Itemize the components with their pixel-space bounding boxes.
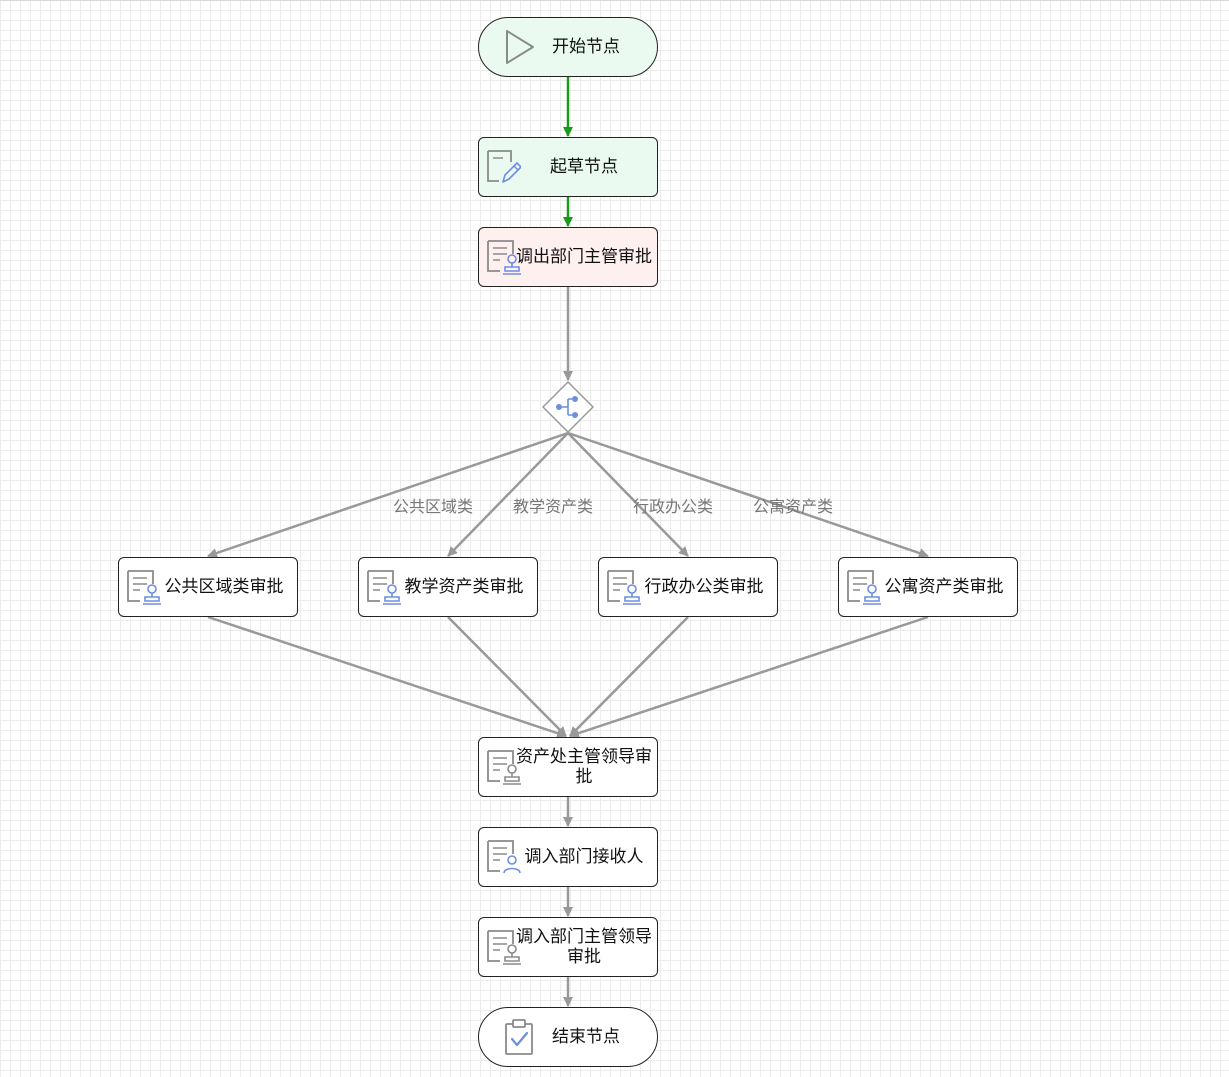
end-node[interactable]: 结束节点: [478, 1007, 658, 1067]
approval-document-icon: [127, 570, 161, 605]
edge-teaching-assets-to-asset-office[interactable]: [447, 616, 567, 737]
top-divider: [0, 0, 1229, 1]
out-dept-approval-node[interactable]: 调出部门主管审批: [478, 227, 658, 287]
teaching-assets-approval-label: 教学资产类审批: [404, 577, 524, 597]
branch-gateway[interactable]: [542, 381, 594, 433]
end-node-label: 结束节点: [552, 1027, 620, 1047]
public-area-approval-label: 公共区域类审批: [164, 577, 284, 597]
in-dept-receiver-node[interactable]: 调入部门接收人: [478, 827, 658, 887]
approval-document-icon: [367, 570, 401, 605]
approval-document-icon: [847, 570, 881, 605]
draft-node[interactable]: 起草节点: [478, 137, 658, 197]
in-dept-leader-approval-node[interactable]: 调入部门主管领导审批: [478, 917, 658, 977]
public-area-approval-node[interactable]: 公共区域类审批: [118, 557, 298, 617]
edge-gateway-to-teaching-assets[interactable]: [447, 432, 569, 557]
branch-label-apartment-assets: 公寓资产类: [753, 497, 833, 516]
receiver-document-icon: [487, 840, 521, 874]
edge-gateway-to-public-area[interactable]: [207, 431, 569, 558]
start-node[interactable]: 开始节点: [478, 17, 658, 77]
apartment-assets-approval-node[interactable]: 公寓资产类审批: [838, 557, 1018, 617]
edge-public-area-to-asset-office[interactable]: [207, 615, 567, 738]
branch-label-admin-office: 行政办公类: [633, 497, 713, 516]
approval-document-icon: [487, 930, 521, 965]
edge-gateway-to-apartment-assets[interactable]: [567, 431, 929, 558]
approval-document-icon: [487, 750, 521, 785]
branch-label-public-area: 公共区域类: [393, 497, 473, 516]
branch-icon: [556, 396, 578, 418]
asset-office-leader-approval-label: 资产处主管领导审批: [516, 747, 652, 787]
edge-apartment-assets-to-asset-office[interactable]: [569, 615, 929, 738]
out-dept-approval-label: 调出部门主管审批: [516, 247, 652, 267]
teaching-assets-approval-node[interactable]: 教学资产类审批: [358, 557, 538, 617]
branch-label-teaching-assets: 教学资产类: [513, 497, 593, 516]
edge-gateway-to-admin-office[interactable]: [567, 432, 689, 557]
clipboard-check-icon: [505, 1019, 533, 1055]
start-node-label: 开始节点: [552, 37, 620, 57]
apartment-assets-approval-label: 公寓资产类审批: [884, 577, 1004, 597]
draft-node-label: 起草节点: [550, 157, 618, 177]
in-dept-receiver-label: 调入部门接收人: [524, 847, 644, 867]
asset-office-leader-approval-node[interactable]: 资产处主管领导审批: [478, 737, 658, 797]
play-icon: [506, 30, 534, 64]
admin-office-approval-node[interactable]: 行政办公类审批: [598, 557, 778, 617]
approval-document-icon: [487, 240, 521, 275]
in-dept-leader-approval-label: 调入部门主管领导审批: [516, 927, 652, 967]
edge-admin-office-to-asset-office[interactable]: [569, 616, 689, 737]
admin-office-approval-label: 行政办公类审批: [644, 577, 764, 597]
edit-document-icon: [487, 150, 521, 183]
approval-document-icon: [607, 570, 641, 605]
